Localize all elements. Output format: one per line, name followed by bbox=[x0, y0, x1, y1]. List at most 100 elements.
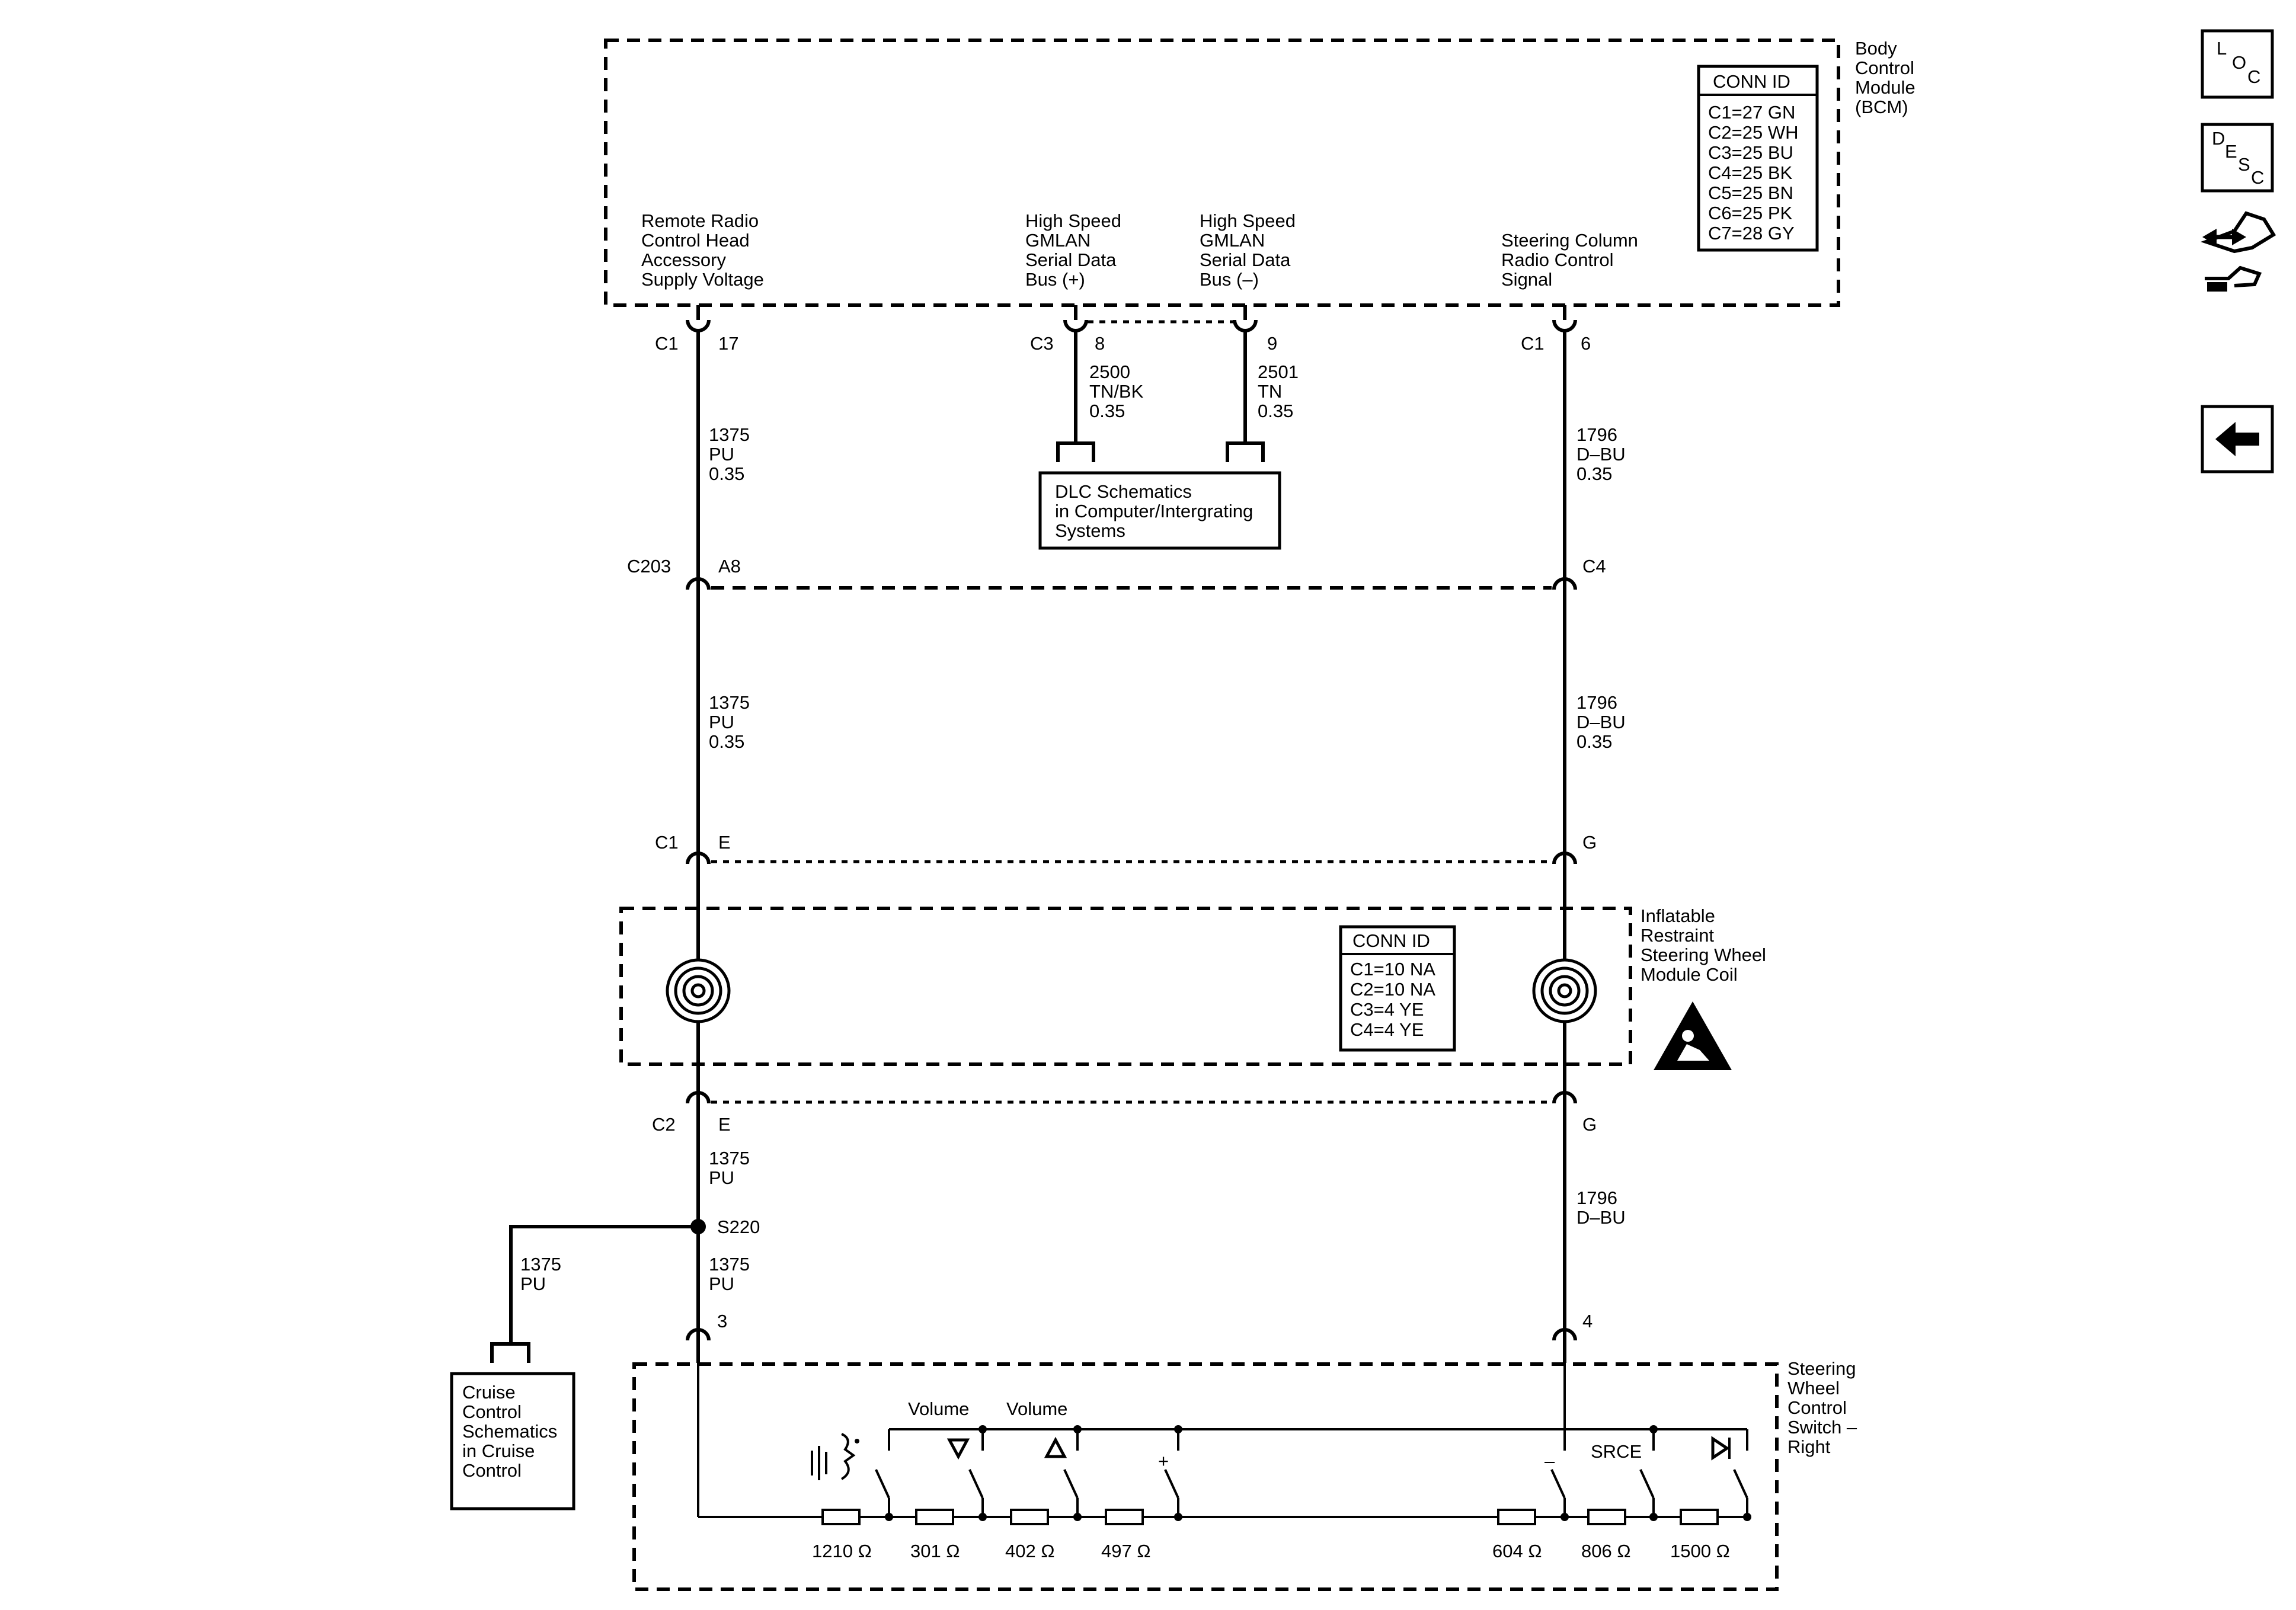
svg-text:301 Ω: 301 Ω bbox=[910, 1541, 960, 1561]
svg-text:2500: 2500 bbox=[1089, 361, 1130, 382]
svg-text:6: 6 bbox=[1581, 333, 1591, 354]
svg-text:3: 3 bbox=[717, 1311, 727, 1331]
voice-icon bbox=[811, 1433, 859, 1480]
svg-text:C2=10 NA: C2=10 NA bbox=[1350, 979, 1435, 1000]
loc-button[interactable]: L O C bbox=[2201, 29, 2274, 99]
svg-text:1375: 1375 bbox=[520, 1254, 561, 1275]
svg-text:in Computer/Intergrating: in Computer/Intergrating bbox=[1055, 501, 1253, 521]
resistor-402: 402 Ω bbox=[1005, 1509, 1055, 1561]
dlc-plug-left bbox=[1056, 441, 1095, 462]
svg-text:PU: PU bbox=[520, 1273, 546, 1294]
coil-conn-id-table: CONN ID C1=10 NA C2=10 NA C3=4 YE C4=4 Y… bbox=[1339, 925, 1456, 1052]
svg-text:2501: 2501 bbox=[1258, 361, 1299, 382]
svg-text:PU: PU bbox=[709, 712, 734, 732]
connector-c203: C203 A8 C4 bbox=[627, 556, 1606, 600]
svg-text:Control: Control bbox=[462, 1460, 522, 1481]
svg-text:PU: PU bbox=[709, 1167, 734, 1188]
svg-text:C2=25 WH: C2=25 WH bbox=[1708, 122, 1798, 143]
svg-text:C1=27 GN: C1=27 GN bbox=[1708, 102, 1795, 123]
switch-srce bbox=[1639, 1429, 1655, 1517]
coil-module-label: Inflatable Restraint Steering Wheel Modu… bbox=[1641, 905, 1766, 985]
svg-text:0.35: 0.35 bbox=[1576, 731, 1612, 752]
switch-pin-3: 3 bbox=[686, 1311, 727, 1363]
svg-text:C6=25 PK: C6=25 PK bbox=[1708, 203, 1793, 223]
svg-text:Serial Data: Serial Data bbox=[1025, 249, 1117, 270]
svg-text:8: 8 bbox=[1095, 333, 1105, 354]
bcm-module-outline bbox=[604, 39, 1840, 307]
svg-text:C: C bbox=[2251, 167, 2264, 188]
svg-text:0.35: 0.35 bbox=[709, 463, 744, 484]
resistor-497: 497 Ω bbox=[1101, 1509, 1151, 1561]
bcm-conn-id-table: CONN ID C1=27 GN C2=25 WH C3=25 BU C4=25… bbox=[1697, 65, 1819, 252]
wire-1375-label-a: 1375 PU 0.35 bbox=[709, 424, 750, 484]
svg-text:C5=25 BN: C5=25 BN bbox=[1708, 183, 1793, 203]
svg-text:1375: 1375 bbox=[709, 424, 750, 445]
plus-label: + bbox=[1158, 1451, 1169, 1471]
bcm-pin-c1-17: C1 17 bbox=[655, 305, 738, 354]
dlc-plug-right bbox=[1226, 441, 1265, 462]
svg-text:1375: 1375 bbox=[709, 1148, 750, 1169]
wire-2500-label: 2500 TN/BK 0.35 bbox=[1089, 361, 1144, 421]
svg-text:Serial Data: Serial Data bbox=[1200, 249, 1291, 270]
svg-text:0.35: 0.35 bbox=[1576, 463, 1612, 484]
svg-text:DLC Schematics: DLC Schematics bbox=[1055, 481, 1192, 502]
wire-1375-label-d: 1375 PU bbox=[709, 1254, 750, 1294]
svg-text:CONN ID: CONN ID bbox=[1713, 71, 1790, 92]
svg-text:497 Ω: 497 Ω bbox=[1101, 1541, 1151, 1561]
srce-label: SRCE bbox=[1591, 1441, 1642, 1462]
wire-1375-label-e: 1375 PU bbox=[520, 1254, 561, 1294]
svg-text:C1: C1 bbox=[655, 832, 679, 853]
desc-button[interactable]: D E S C bbox=[2201, 123, 2274, 193]
resistor-1210: 1210 Ω bbox=[812, 1509, 872, 1561]
switch-junctions bbox=[885, 1425, 1751, 1521]
svg-text:(BCM): (BCM) bbox=[1855, 97, 1908, 117]
svg-text:E: E bbox=[2225, 141, 2237, 162]
svg-text:1796: 1796 bbox=[1576, 424, 1617, 445]
switch-module-label: Steering Wheel Control Switch – Right bbox=[1787, 1358, 1857, 1457]
svg-text:9: 9 bbox=[1267, 333, 1277, 354]
svg-text:Steering: Steering bbox=[1787, 1358, 1856, 1379]
svg-text:1375: 1375 bbox=[709, 1254, 750, 1275]
connector-hand-icon bbox=[2201, 211, 2276, 292]
svg-text:17: 17 bbox=[718, 333, 738, 354]
svg-text:C1=10 NA: C1=10 NA bbox=[1350, 959, 1435, 980]
svg-text:0.35: 0.35 bbox=[1258, 401, 1293, 421]
svg-text:L: L bbox=[2217, 38, 2227, 59]
desc-icon: D E S C bbox=[2212, 128, 2264, 188]
dlc-schematics-ref[interactable]: DLC Schematics in Computer/Intergrating … bbox=[1038, 471, 1281, 550]
resistor-301: 301 Ω bbox=[910, 1509, 960, 1561]
wire-1796-label-c: 1796 D–BU bbox=[1576, 1188, 1626, 1228]
svg-text:604 Ω: 604 Ω bbox=[1492, 1541, 1542, 1561]
svg-text:Remote Radio: Remote Radio bbox=[641, 210, 759, 231]
svg-text:in Cruise: in Cruise bbox=[462, 1441, 535, 1461]
svg-text:E: E bbox=[718, 1114, 731, 1135]
connector-coil-c2: C2 E G bbox=[652, 1084, 1597, 1135]
back-button[interactable] bbox=[2201, 405, 2274, 473]
svg-text:Wheel: Wheel bbox=[1787, 1378, 1840, 1398]
svg-text:Radio Control: Radio Control bbox=[1501, 249, 1614, 270]
svg-text:High Speed: High Speed bbox=[1200, 210, 1296, 231]
svg-text:806 Ω: 806 Ω bbox=[1581, 1541, 1631, 1561]
cruise-control-ref[interactable]: Cruise Control Schematics in Cruise Cont… bbox=[450, 1372, 575, 1510]
svg-text:C: C bbox=[2247, 66, 2260, 87]
svg-text:C3=4 YE: C3=4 YE bbox=[1350, 999, 1424, 1020]
svg-text:C3: C3 bbox=[1030, 333, 1054, 354]
svg-text:Cruise: Cruise bbox=[462, 1382, 516, 1403]
svg-text:Inflatable: Inflatable bbox=[1641, 905, 1715, 926]
wire-1375-label-b: 1375 PU 0.35 bbox=[709, 692, 750, 752]
svg-text:D–BU: D–BU bbox=[1576, 444, 1626, 465]
switch-pin-4: 4 bbox=[1552, 1311, 1593, 1363]
minus-label: – bbox=[1544, 1451, 1555, 1471]
connector-hand-button[interactable] bbox=[2201, 211, 2276, 292]
airbag-warning-icon bbox=[1654, 1001, 1732, 1070]
wire-1375-label-c: 1375 PU bbox=[709, 1148, 750, 1188]
cruise-plug bbox=[490, 1342, 530, 1363]
signal-steering-label: Steering Column Radio Control Signal bbox=[1501, 230, 1638, 290]
svg-text:C4=4 YE: C4=4 YE bbox=[1350, 1019, 1424, 1040]
svg-text:C2: C2 bbox=[652, 1114, 676, 1135]
svg-text:C3=25 BU: C3=25 BU bbox=[1708, 142, 1793, 163]
svg-text:C1: C1 bbox=[655, 333, 679, 354]
volume-up-icon bbox=[1044, 1436, 1067, 1458]
signal-gmlan-pos-label: High Speed GMLAN Serial Data Bus (+) bbox=[1025, 210, 1121, 290]
svg-text:1375: 1375 bbox=[709, 692, 750, 713]
